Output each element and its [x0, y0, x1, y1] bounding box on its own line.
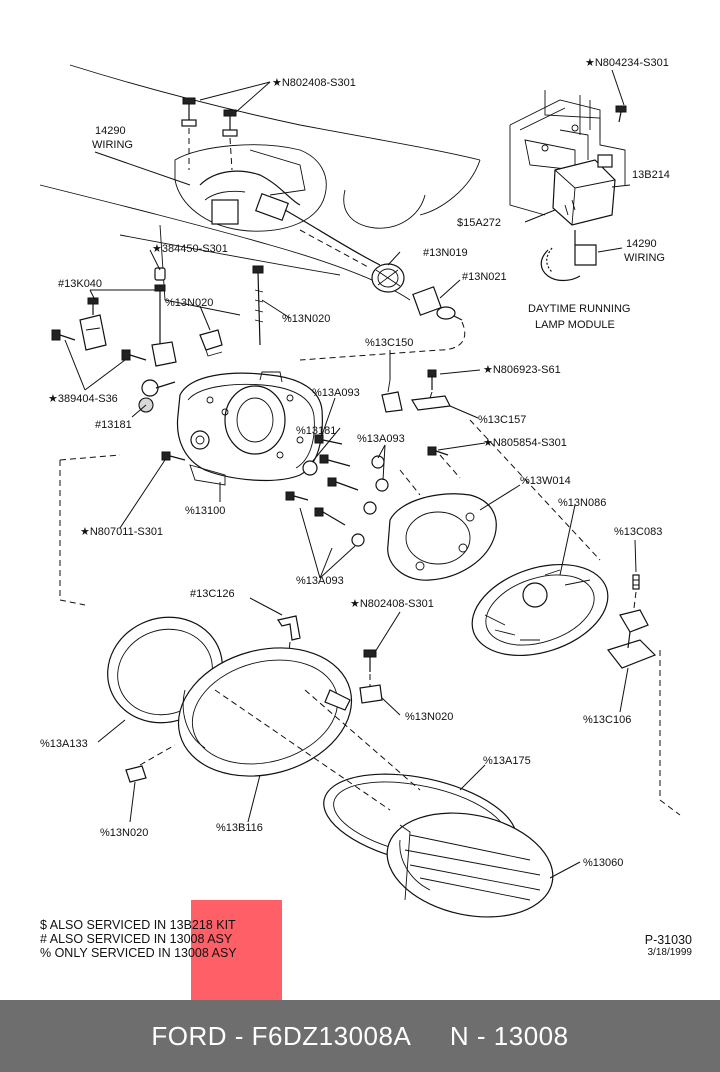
footer-category: N - 13008	[449, 1020, 569, 1051]
screw-top-left	[181, 97, 197, 127]
label-13c150: %13C150	[365, 337, 413, 349]
adjuster-shaft	[151, 284, 177, 367]
label-13c083: %13C083	[614, 526, 662, 538]
clip-13n020-lower	[125, 765, 147, 783]
footer-part-number: FORD - F6DZ13008A	[151, 1020, 412, 1051]
note-line: # ALSO SERVICED IN 13008 ASY	[40, 932, 233, 946]
label-13k040: #13K040	[58, 278, 102, 290]
screw-drl	[615, 105, 627, 123]
bulb-socket	[371, 263, 405, 293]
clip-13n020-mid	[359, 684, 383, 704]
label-n802408-top: ★N802408-S301	[272, 77, 356, 89]
label-13a175: %13A175	[483, 755, 531, 767]
bezel-13w014	[387, 493, 497, 581]
label-13a133: %13A133	[40, 738, 88, 750]
footer-spacer	[411, 1021, 450, 1052]
screws-13a093	[285, 434, 389, 547]
screw-806923	[427, 369, 437, 390]
highlight-overlay	[191, 900, 282, 1000]
label-13181-a: #13181	[95, 419, 132, 431]
label-n807011: ★N807011-S301	[80, 526, 163, 538]
clip-13c150	[381, 379, 403, 413]
label-13a093-c: %13A093	[296, 575, 344, 587]
adjuster-13181	[138, 379, 176, 413]
label-13c126: #13C126	[190, 588, 235, 600]
label-13181-b: %13181	[296, 425, 336, 437]
label-13n021: #13N021	[462, 271, 507, 283]
label-15a272: $15A272	[457, 217, 501, 229]
long-adjust-screw	[252, 265, 264, 346]
label-13n020-a: %13N020	[165, 297, 213, 309]
screw-805854	[427, 446, 449, 456]
label-384450: ★384450-S301	[152, 243, 228, 255]
label-13n020-d: %13N020	[100, 827, 148, 839]
bracket-13c157	[411, 395, 451, 411]
reference-code: P-31030	[644, 933, 692, 947]
label-13a093-b: %13A093	[357, 433, 405, 445]
clip-13n020-upper	[199, 329, 223, 357]
label-13n020-b: %13N020	[282, 313, 330, 325]
label-389404: ★389404-S36	[48, 393, 118, 405]
screw-802408-mid	[363, 649, 377, 672]
label-13060: %13060	[583, 857, 623, 869]
label-drl-2: LAMP MODULE	[535, 319, 615, 331]
bulb-13c083	[632, 574, 640, 590]
headlamp-housing-13100	[176, 371, 323, 486]
label-n805854: ★N805854-S301	[483, 437, 567, 449]
screw-389404-left	[51, 329, 76, 341]
headlamp-exploded-diagram: ★N802408-S301 ★N804234-S301 14290 WIRING…	[39, 57, 681, 918]
diagram-reference: P-31030 3/18/1999	[645, 933, 692, 958]
label-13w014: %13W014	[520, 475, 571, 487]
label-wiring-top: 14290	[95, 125, 126, 137]
adjuster-13k040	[79, 297, 107, 351]
screw-top-right	[222, 109, 238, 137]
note-line: % ONLY SERVICED IN 13008 ASY	[40, 946, 237, 960]
label-13b116: %13B116	[216, 822, 263, 834]
service-notes: $ ALSO SERVICED IN 13B218 KIT # ALSO SER…	[40, 918, 237, 960]
label-13n086: %13N086	[558, 497, 606, 509]
lens-13b116	[177, 647, 353, 777]
bushing-384450	[154, 267, 166, 281]
socket-13c106	[606, 609, 657, 669]
label-13c106: %13C106	[583, 714, 631, 726]
note-line: $ ALSO SERVICED IN 13B218 KIT	[40, 918, 236, 932]
part-labels: ★N802408-S301 ★N804234-S301 14290 WIRING…	[40, 57, 670, 869]
label-wiring-right: 14290	[626, 238, 657, 250]
screw-389404-right	[121, 349, 147, 361]
vehicle-body-outline	[39, 64, 481, 316]
label-13n019: #13N019	[423, 247, 468, 259]
label-13100: %13100	[185, 505, 225, 517]
label-n802408-mid: ★N802408-S301	[350, 598, 434, 610]
daytime-running-lamp-bracket	[509, 90, 626, 216]
label-13b214: 13B214	[632, 169, 670, 181]
label-wiring-right-b: WIRING	[624, 252, 665, 264]
label-13c157: %13C157	[478, 414, 526, 426]
label-13n020-c: %13N020	[405, 711, 453, 723]
drl-module-box	[552, 154, 616, 226]
screw-807011	[161, 451, 186, 461]
label-n806923: ★N806923-S61	[483, 364, 561, 376]
reference-date: 3/18/1999	[647, 947, 693, 958]
label-wiring-top-b: WIRING	[92, 139, 133, 151]
outer-lens-13060	[386, 812, 554, 918]
part-number-footer: FORD - F6DZ13008A N - 13008	[0, 1000, 720, 1072]
clip-13c126	[277, 615, 301, 641]
drl-wiring-pigtail	[540, 230, 597, 282]
reflector-13n086	[471, 563, 609, 657]
wiring-harness	[199, 170, 381, 266]
label-drl-1: DAYTIME RUNNING	[528, 303, 630, 315]
label-13a093-a: %13A093	[312, 387, 360, 399]
halogen-bulb	[412, 286, 463, 321]
label-n804234: ★N804234-S301	[585, 57, 669, 69]
